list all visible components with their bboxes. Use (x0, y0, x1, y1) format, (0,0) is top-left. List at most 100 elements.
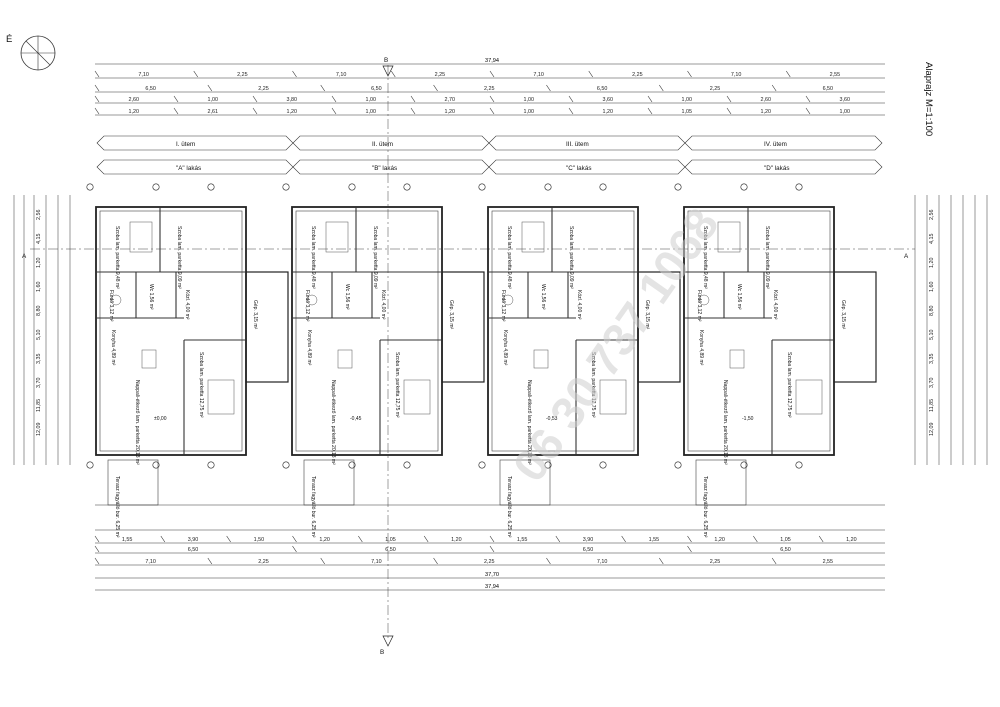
top-dim-row1-tick (391, 70, 396, 78)
top-dim-row4: 1,20 (129, 109, 140, 115)
level-marker (674, 183, 682, 191)
bottom-dim-row3: 2,55 (823, 559, 834, 565)
top-dim-row4-tick (647, 107, 653, 115)
bottom-dim-row3: 2,25 (484, 559, 495, 565)
phase-label-4: IV. ütem (764, 141, 787, 148)
top-dim-row4: 1,05 (682, 109, 693, 115)
bottom-dim-row3: 2,25 (258, 559, 269, 565)
top-dim-row3-tick (489, 95, 495, 103)
room-label: Közl. 4,00 m² (772, 290, 778, 320)
bottom-dim-row1-tick (423, 535, 429, 543)
top-dim-row2-tick (433, 84, 438, 92)
room-label: Wc 1,56 m² (540, 284, 546, 310)
top-dim-row2: 6,50 (823, 86, 834, 92)
room-label: Fürdő 3,12 m² (108, 290, 114, 322)
right-side-dim: 3,35 (929, 354, 935, 365)
top-dim-row3-tick (331, 95, 337, 103)
room-label: Szoba lam. parketta 9,09 m² (372, 226, 378, 289)
inner-wall-line (687, 210, 831, 452)
top-dimensions (95, 63, 885, 116)
bottom-dim-row1: 1,55 (122, 537, 132, 543)
level-marker (152, 461, 160, 469)
top-dim-row1: 7,10 (533, 72, 544, 78)
bottom-dim-row3-tick (94, 557, 100, 565)
room-label: Gép. 3,15 m² (252, 300, 258, 330)
room-label: Konyha 4,89 m² (306, 330, 312, 366)
room-label: Szoba lam. parketta 9,48 m² (702, 226, 708, 289)
top-dim-row4-tick (410, 107, 416, 115)
bottom-dim-row1: 1,05 (385, 537, 396, 543)
right-side-dim: 8,80 (929, 306, 935, 317)
top-dim-row1: 7,10 (336, 72, 347, 78)
top-dim-row1-tick (193, 70, 198, 78)
room-label: Konyha 4,89 m² (110, 330, 116, 366)
unit-d: Szoba lam. parketta 9,48 m² Szoba lam. pa… (674, 183, 877, 538)
top-dim-row4: 1,00 (366, 109, 377, 115)
top-dim-row1: 2,25 (632, 72, 643, 78)
bathtub (306, 294, 318, 306)
top-dim-row1: 2,25 (435, 72, 446, 78)
top-dim-row3: 1,00 (366, 97, 377, 103)
top-dim-row4-tick (94, 107, 100, 115)
level-marker (544, 461, 552, 469)
top-dim-row3: 2,60 (761, 97, 772, 103)
left-side-dim: 12,09 (36, 423, 42, 437)
left-side-dim: 1,60 (36, 282, 42, 293)
room-label: Szoba lam. parketta 12,75 m² (786, 352, 792, 418)
room-label: Szoba lam. parketta 12,75 m² (394, 352, 400, 418)
drawing-title: Alaprajz M=1:100 (923, 62, 934, 136)
room-label: Szoba lam. parketta 9,09 m² (764, 226, 770, 289)
level-marker (795, 183, 803, 191)
bottom-dim-row1: 1,20 (319, 537, 330, 543)
level-marker (544, 183, 552, 191)
bottom-dim-row1-tick (818, 535, 824, 543)
top-dim-row4-tick (173, 107, 179, 115)
top-dim-row3-tick (568, 95, 574, 103)
level-value: ±0,00 (154, 416, 167, 422)
room-label: Szoba lam. parketta 9,48 m² (114, 226, 120, 289)
bed (207, 379, 235, 415)
right-side-dim: 1,60 (929, 282, 935, 293)
room-label: Szoba lam. parketta 12,75 m² (198, 352, 204, 418)
level-marker (740, 461, 748, 469)
level-marker (86, 183, 94, 191)
bathtub (698, 294, 710, 306)
level-marker (152, 183, 160, 191)
level-value: -0,45 (350, 416, 362, 422)
top-dim-row3-tick (805, 95, 811, 103)
level-marker (348, 461, 356, 469)
bottom-dim-row3-tick (433, 557, 438, 565)
bottom-dim-row1-tick (94, 535, 100, 543)
right-side-dim: 2,56 (929, 210, 935, 221)
left-side-dim: 3,70 (36, 378, 42, 389)
top-dim-row3: 2,70 (445, 97, 456, 103)
bottom-dim-row2-tick (489, 545, 495, 553)
level-marker (282, 461, 290, 469)
bottom-dim-row1-tick (489, 535, 495, 543)
top-dim-row4: 1,20 (603, 109, 614, 115)
bed (599, 379, 627, 415)
bottom-dim-row3-tick (546, 557, 551, 565)
left-side-dim: 5,10 (36, 330, 42, 341)
room-label: Terasz fagyálló bur. 6,25 m² (114, 476, 120, 538)
bottom-dim-row1: 3,90 (583, 537, 594, 543)
right-side-dimensions (914, 195, 988, 465)
right-side-dim: 3,70 (929, 378, 935, 389)
bottom-dim-row1-tick (621, 535, 626, 543)
top-dim-row2-tick (546, 84, 551, 92)
annex-wall (245, 271, 289, 383)
bottom-dim-row3-tick (207, 557, 213, 565)
left-side-dim: 2,56 (36, 210, 42, 221)
room-label: Közl. 4,00 m² (184, 290, 190, 320)
top-dim-row2-tick (659, 84, 664, 92)
bottom-dim-row1: 1,50 (254, 537, 264, 543)
top-dim-row2-tick (94, 84, 100, 92)
room-label: Gép. 3,15 m² (840, 300, 846, 330)
room-label: Szoba lam. parketta 9,09 m² (568, 226, 574, 289)
top-dim-row2: 2,25 (258, 86, 269, 92)
compass-label: É (6, 34, 12, 45)
top-dim-row1-tick (489, 70, 495, 78)
bottom-dim-row1: 1,20 (714, 537, 725, 543)
bottom-dim-row3: 7,10 (145, 559, 156, 565)
bottom-dim-row1-tick (226, 535, 231, 543)
